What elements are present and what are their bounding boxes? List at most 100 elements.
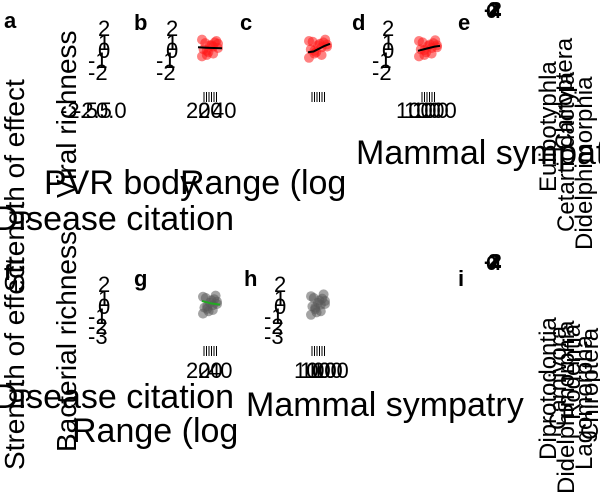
point-c-11 <box>304 36 314 46</box>
trend-line-b <box>197 46 223 50</box>
point-d-14 <box>432 40 442 51</box>
x-label-h: Mammal sympatry <box>246 386 524 424</box>
x-tick-d-2: 100 <box>404 98 441 123</box>
clade-label-i-4: Lagomorpha <box>571 335 598 470</box>
point-h-13 <box>310 304 321 315</box>
point-d-11 <box>414 36 424 46</box>
trend-line-d <box>417 44 441 52</box>
x-label-c: Range (log <box>180 164 346 202</box>
x-tick-c-1: 20 <box>186 98 210 123</box>
clade-label-e-2: Cetartiodactyla <box>553 71 580 232</box>
clade-label-i-2: Didelphimorphia <box>553 320 580 494</box>
x-tick-b-1: -2.5 <box>60 98 98 123</box>
y-tick-d-1: 1 <box>382 30 394 55</box>
x-label-d: Mammal sympatry <box>356 134 600 172</box>
x-label-b: PVR body <box>44 164 197 202</box>
panel-letter-h: h <box>244 266 257 291</box>
x-tick-e-1: -2 <box>484 0 502 21</box>
y-tick-d-0: 0 <box>382 38 394 63</box>
panel-letter-c: c <box>240 10 252 35</box>
panel-letter-d: d <box>352 10 365 35</box>
x-tick-h-2: 100 <box>300 358 337 383</box>
chart-marks <box>197 34 442 356</box>
y-tick-b-m1: -1 <box>88 48 108 73</box>
clade-label-i-5: Rodentia <box>559 323 586 420</box>
x-label-f: Disease citation <box>0 378 234 416</box>
panel-g: g 2 1 0 -1 -2 -3 20 20 40 Range (log <box>72 266 238 450</box>
panel-letter-i: i <box>458 266 464 291</box>
clade-label-e-1: Eulipotyphla <box>535 61 562 192</box>
panel-i: i -2 0 2 4 Diprotodontia Didelphimorphia… <box>458 251 600 494</box>
panel-e: e -2 0 2 4 Eulipotyphla Cetartiodactyla … <box>458 0 598 250</box>
y-tick-g-0: 0 <box>98 294 110 319</box>
panel-c: c 2 1 0 -1 -2 20 20 40 Range (log <box>156 10 346 202</box>
y-tick-c-1: 1 <box>166 30 178 55</box>
clade-label-i-1: Diprotodontia <box>535 317 562 460</box>
y-tick-b-0: 0 <box>98 38 110 63</box>
y-tick-b-1: 1 <box>98 30 110 55</box>
y-tick-h-0: 0 <box>274 294 286 319</box>
panel-d: d 2 1 0 -1 -2 100 100 100 100 Mammal sym… <box>352 10 600 172</box>
point-b-11 <box>197 34 207 45</box>
x-tick-i-3: 2 <box>488 251 499 273</box>
y-tick-g-2: 2 <box>98 272 110 297</box>
x-tick-b-2: -2.5 <box>74 98 112 123</box>
y-label-viral: Viral richness <box>51 30 82 198</box>
y-tick-h-2: 2 <box>274 272 286 297</box>
y-tick-h-m2: -2 <box>264 314 284 339</box>
point-h-14 <box>320 296 330 306</box>
panel-letter-g: g <box>134 266 147 291</box>
trend-line-c <box>307 42 331 54</box>
point-b-13 <box>201 50 212 60</box>
y-label-strength-bottom: Strength of effect <box>0 257 30 470</box>
x-tick-c-2: 20 <box>198 98 222 123</box>
x-label-g: Range (log <box>72 412 238 450</box>
y-tick-h-m3: -3 <box>264 324 284 349</box>
panel-letter-b: b <box>134 10 147 35</box>
x-tick-g-1: 20 <box>186 358 210 383</box>
x-tick-b-3: 0.0 <box>96 98 127 123</box>
x-tick-g-3: 40 <box>208 358 232 383</box>
y-tick-g-m1: -1 <box>88 304 108 329</box>
y-tick-c-0: 0 <box>166 38 178 63</box>
y-tick-h-1: 1 <box>274 286 286 311</box>
x-tick-c-3: 40 <box>212 98 236 123</box>
y-tick-g-1: 1 <box>98 286 110 311</box>
point-b-14 <box>213 38 223 49</box>
x-tick-g-2: 20 <box>198 358 222 383</box>
x-tick-e-4: 4 <box>490 1 502 23</box>
clade-label-e-3: Chiroptera <box>551 37 578 150</box>
y-tick-c-m2: -2 <box>156 60 176 85</box>
panel-letter-a: a <box>4 8 17 33</box>
panel-letter-e: e <box>458 10 470 35</box>
trend-line-g <box>201 300 221 306</box>
y-tick-g-m2: -2 <box>88 314 108 339</box>
y-tick-h-m1: -1 <box>264 304 284 329</box>
y-tick-b-m2: -2 <box>88 60 108 85</box>
y-tick-d-m2: -2 <box>372 60 392 85</box>
x-tick-h-4: 100 <box>312 358 349 383</box>
y-label-bacterial: Bacterial richness <box>51 231 82 452</box>
clade-label-e-4: Didelphimorphia <box>571 76 598 250</box>
panel-b: b 2 1 0 -1 -2 -2.5 -2.5 0.0 PVR body <box>44 10 197 202</box>
x-label-a: Disease citation <box>0 200 234 238</box>
x-tick-i-2: 0 <box>486 253 497 275</box>
x-tick-i-1: -2 <box>484 251 502 273</box>
y-label-strength-top: Strength of effect <box>0 79 30 292</box>
y-tick-c-2: 2 <box>166 16 178 41</box>
point-h-11 <box>306 291 316 302</box>
panel-h: h 2 1 0 -1 -2 -3 100 100 100 100 Mammal … <box>244 266 524 424</box>
point-g-13 <box>202 303 213 314</box>
y-tick-d-2: 2 <box>382 16 394 41</box>
x-tick-i-4: 4 <box>490 253 502 275</box>
x-tick-d-1: 100 <box>396 98 433 123</box>
y-tick-g-m3: -3 <box>88 324 108 349</box>
y-tick-d-m1: -1 <box>372 48 392 73</box>
panel-letter-f: f <box>4 260 12 285</box>
x-tick-d-4: 100 <box>420 98 457 123</box>
x-tick-e-2: 0 <box>486 1 497 23</box>
point-d-13 <box>419 50 430 60</box>
x-tick-h-1: 100 <box>294 358 331 383</box>
